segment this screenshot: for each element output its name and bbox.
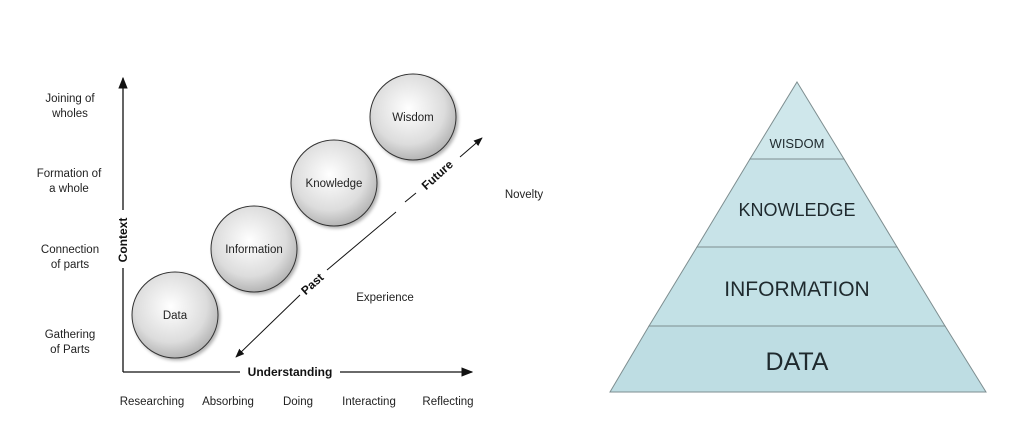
- svg-text:Wisdom: Wisdom: [392, 112, 434, 124]
- svg-text:Information: Information: [225, 244, 283, 256]
- dikw-pyramid: WISDOM KNOWLEDGE INFORMATION DATA: [609, 81, 987, 393]
- circle-information: Information: [210, 205, 298, 293]
- novelty-label: Novelty: [505, 189, 544, 201]
- svg-text:Researching: Researching: [120, 396, 185, 408]
- svg-text:Knowledge: Knowledge: [306, 178, 363, 190]
- pyramid-label-wisdom: WISDOM: [770, 136, 825, 151]
- svg-text:Absorbing: Absorbing: [202, 396, 254, 408]
- svg-text:Formation ofa whole: Formation ofa whole: [37, 168, 102, 195]
- svg-text:Reflecting: Reflecting: [422, 396, 473, 408]
- experience-label: Experience: [356, 292, 414, 304]
- pyramid-label-information: INFORMATION: [724, 278, 869, 301]
- y-axis-label: Context: [116, 218, 130, 263]
- circle-wisdom: Wisdom: [369, 73, 457, 161]
- circle-data: Data: [131, 271, 219, 359]
- pyramid-level-data: [609, 325, 987, 393]
- svg-text:Interacting: Interacting: [342, 396, 396, 408]
- svg-text:Data: Data: [163, 310, 188, 322]
- x-level-labels: Researching Absorbing Doing Interacting …: [120, 396, 474, 408]
- pyramid-label-data: DATA: [766, 348, 829, 376]
- circle-knowledge: Knowledge: [290, 139, 378, 227]
- pyramid-label-knowledge: KNOWLEDGE: [738, 200, 855, 220]
- future-label: Future: [419, 157, 456, 193]
- x-axis-label: Understanding: [248, 365, 333, 379]
- past-label: Past: [298, 270, 326, 297]
- svg-text:Doing: Doing: [283, 396, 313, 408]
